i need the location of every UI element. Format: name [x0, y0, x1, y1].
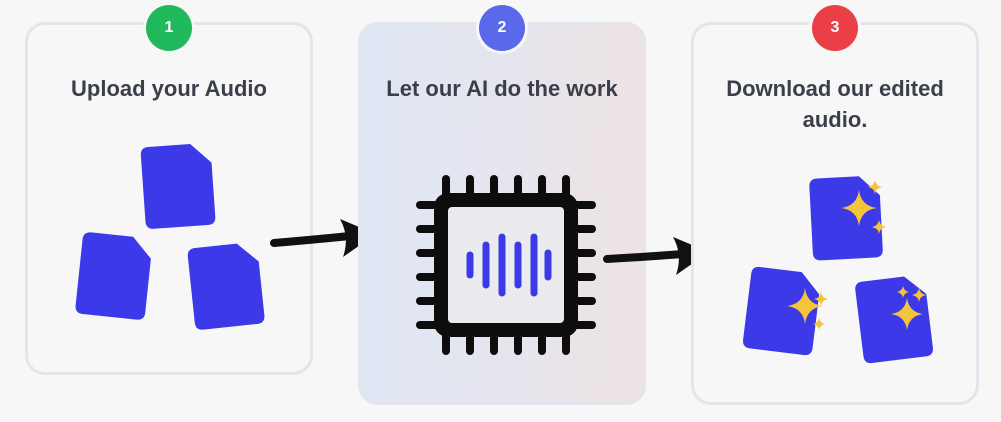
uploaded-files-illustration [75, 144, 265, 330]
step-3-title: Download our edited audio. [726, 76, 944, 132]
sparkle-icon [787, 288, 828, 330]
file-icon [809, 176, 883, 261]
step-1-badge: 1 [146, 5, 192, 51]
edited-files-illustration [743, 176, 933, 364]
file-icon [140, 144, 216, 229]
sparkle-icon [841, 180, 886, 234]
file-icon [187, 243, 265, 330]
file-icon [743, 266, 820, 356]
sparkle-icon [891, 286, 926, 330]
waveform-icon [466, 233, 552, 297]
step-2-card: 2 Let our AI do the work [358, 5, 646, 405]
step-2-badge: 2 [479, 5, 525, 51]
file-icon [75, 232, 151, 320]
step-3-card: 3 Download our edited audio. [691, 5, 979, 405]
file-icon [855, 276, 933, 364]
step-1-title: Upload your Audio [71, 76, 267, 101]
step-3-badge: 3 [812, 5, 858, 51]
cpu-chip-icon [416, 175, 596, 355]
step-2-title: Let our AI do the work [386, 76, 618, 101]
step-1-card: 1 Upload your Audio [25, 5, 313, 375]
